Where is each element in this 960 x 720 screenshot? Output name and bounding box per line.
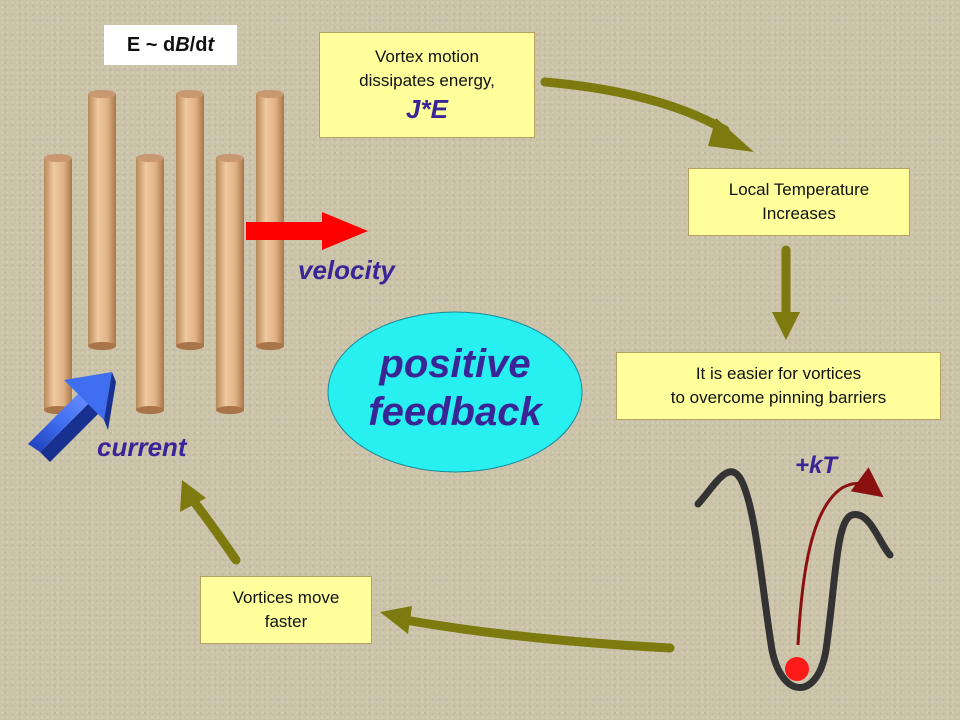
cycle-arrowhead-icon — [180, 480, 206, 512]
vortex-cylinder-icon — [256, 90, 284, 350]
vortex-cylinder-icon — [176, 90, 204, 350]
velocity-label: velocity — [298, 255, 395, 285]
cycle-arrows — [190, 77, 791, 653]
vortex-motion-emphasis: J*E — [406, 94, 448, 124]
vortex-cylinder-icon — [88, 90, 116, 350]
cycle-arrowhead-icon — [708, 118, 754, 152]
vortex-motion-box: Vortex motion dissipates energy, J*E — [319, 32, 535, 138]
kt-label: +kT — [795, 452, 838, 479]
pinning-box: It is easier for vortices to overcome pi… — [616, 352, 941, 420]
pinning-line2: to overcome pinning barriers — [670, 388, 887, 407]
temperature-line2: Increases — [762, 204, 836, 223]
formula-label: E ~ dB/dt — [104, 25, 237, 65]
vortex-cylinders — [44, 90, 284, 414]
current-label: current — [97, 432, 187, 462]
cycle-arrow-icon — [190, 498, 241, 565]
pinning-line1: It is easier for vortices — [695, 364, 862, 383]
vortices-faster-box: Vortices move faster — [200, 576, 372, 644]
particle-icon — [785, 657, 809, 681]
positive-feedback-line2: feedback — [368, 390, 542, 434]
cycle-arrow-icon — [540, 77, 730, 135]
cycle-arrow-icon — [400, 615, 675, 653]
current-arrow-icon — [28, 372, 116, 462]
positive-feedback-text: positive feedback — [330, 340, 580, 440]
positive-feedback-line1: positive — [379, 342, 531, 386]
cycle-arrowhead-icon — [772, 312, 800, 340]
formula-text: E ~ dB/dt — [126, 33, 215, 56]
vortex-cylinder-icon — [44, 154, 72, 414]
positive-feedback-ellipse — [327, 311, 583, 473]
vortices-faster-line1: Vortices move — [232, 588, 340, 607]
vortex-cylinder-icon — [216, 154, 244, 414]
vortices-faster-line2: faster — [264, 612, 308, 631]
vortex-cylinder-icon — [136, 154, 164, 414]
cycle-arrowhead-icon — [380, 606, 412, 634]
velocity-arrow-icon — [246, 212, 368, 250]
potential-well-icon — [694, 468, 894, 691]
vortex-motion-line2: dissipates energy, — [359, 71, 495, 90]
temperature-box: Local Temperature Increases — [688, 168, 910, 236]
vortex-motion-line1: Vortex motion — [375, 47, 479, 66]
temperature-line1: Local Temperature — [728, 180, 870, 199]
thermal-path-icon — [796, 467, 884, 646]
